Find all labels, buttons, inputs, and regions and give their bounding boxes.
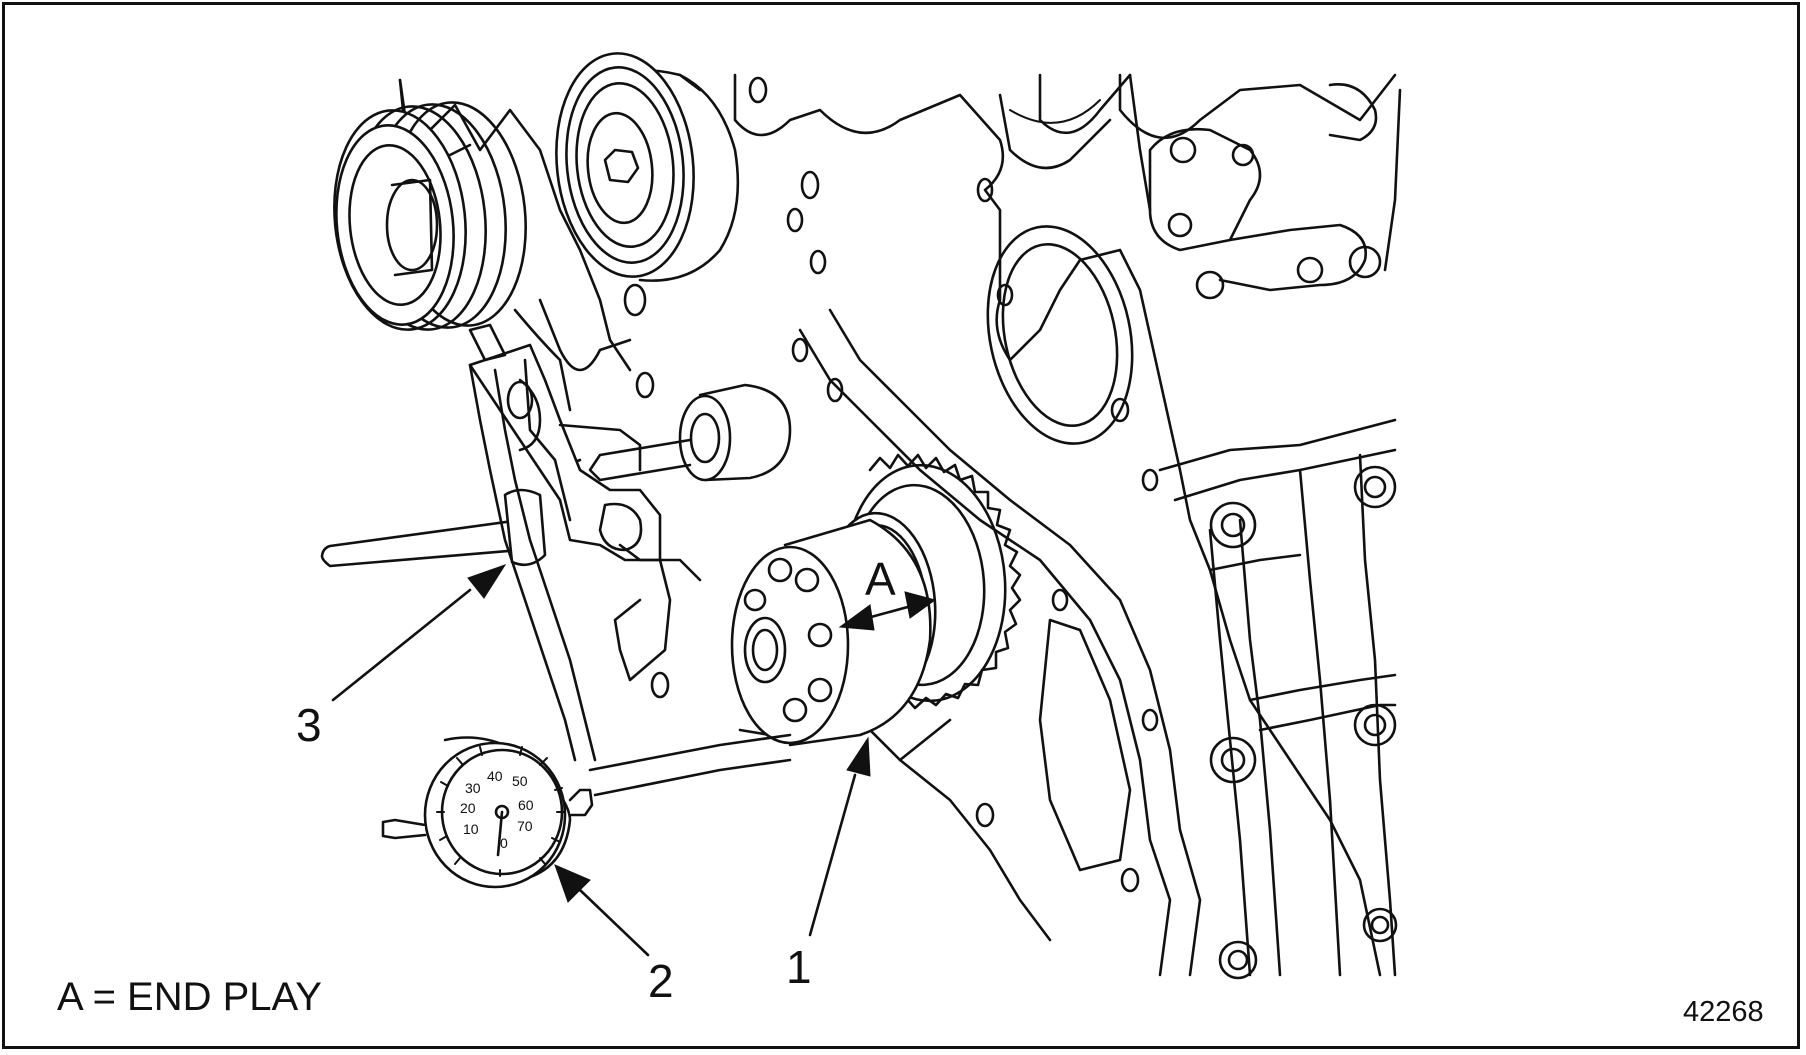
dial-scale-label: 70 bbox=[517, 818, 533, 834]
engine-front-cover bbox=[733, 73, 1402, 980]
dial-scale-label: 50 bbox=[512, 773, 528, 789]
figure-number: 42268 bbox=[1683, 996, 1764, 1028]
callout-leader-2 bbox=[554, 864, 650, 957]
dimension-label-a: A bbox=[865, 553, 896, 605]
dial-scale-label: 60 bbox=[518, 797, 534, 813]
callout-1: 1 bbox=[786, 941, 812, 993]
callout-2: 2 bbox=[648, 955, 674, 1007]
adapter-shaft bbox=[553, 383, 792, 487]
dial-scale-label: 10 bbox=[463, 821, 479, 837]
idler-pulley bbox=[513, 52, 740, 412]
dial-scale-label: 30 bbox=[465, 780, 481, 796]
end-play-dimension-arrow bbox=[838, 591, 937, 631]
gear-hub bbox=[730, 511, 937, 747]
callout-3: 3 bbox=[296, 699, 322, 751]
end-play-legend: A = END PLAY bbox=[57, 975, 322, 1019]
dial-scale-label: 0 bbox=[500, 835, 508, 851]
callout-leader-1 bbox=[808, 736, 871, 937]
dial-indicator: 30 40 50 20 60 10 70 0 bbox=[381, 736, 594, 889]
dial-scale-label: 40 bbox=[487, 768, 503, 784]
crankshaft-pulley bbox=[333, 78, 632, 372]
dial-indicator-bracket bbox=[320, 323, 792, 797]
dial-scale-label: 20 bbox=[460, 800, 476, 816]
callout-leader-3 bbox=[331, 564, 507, 702]
